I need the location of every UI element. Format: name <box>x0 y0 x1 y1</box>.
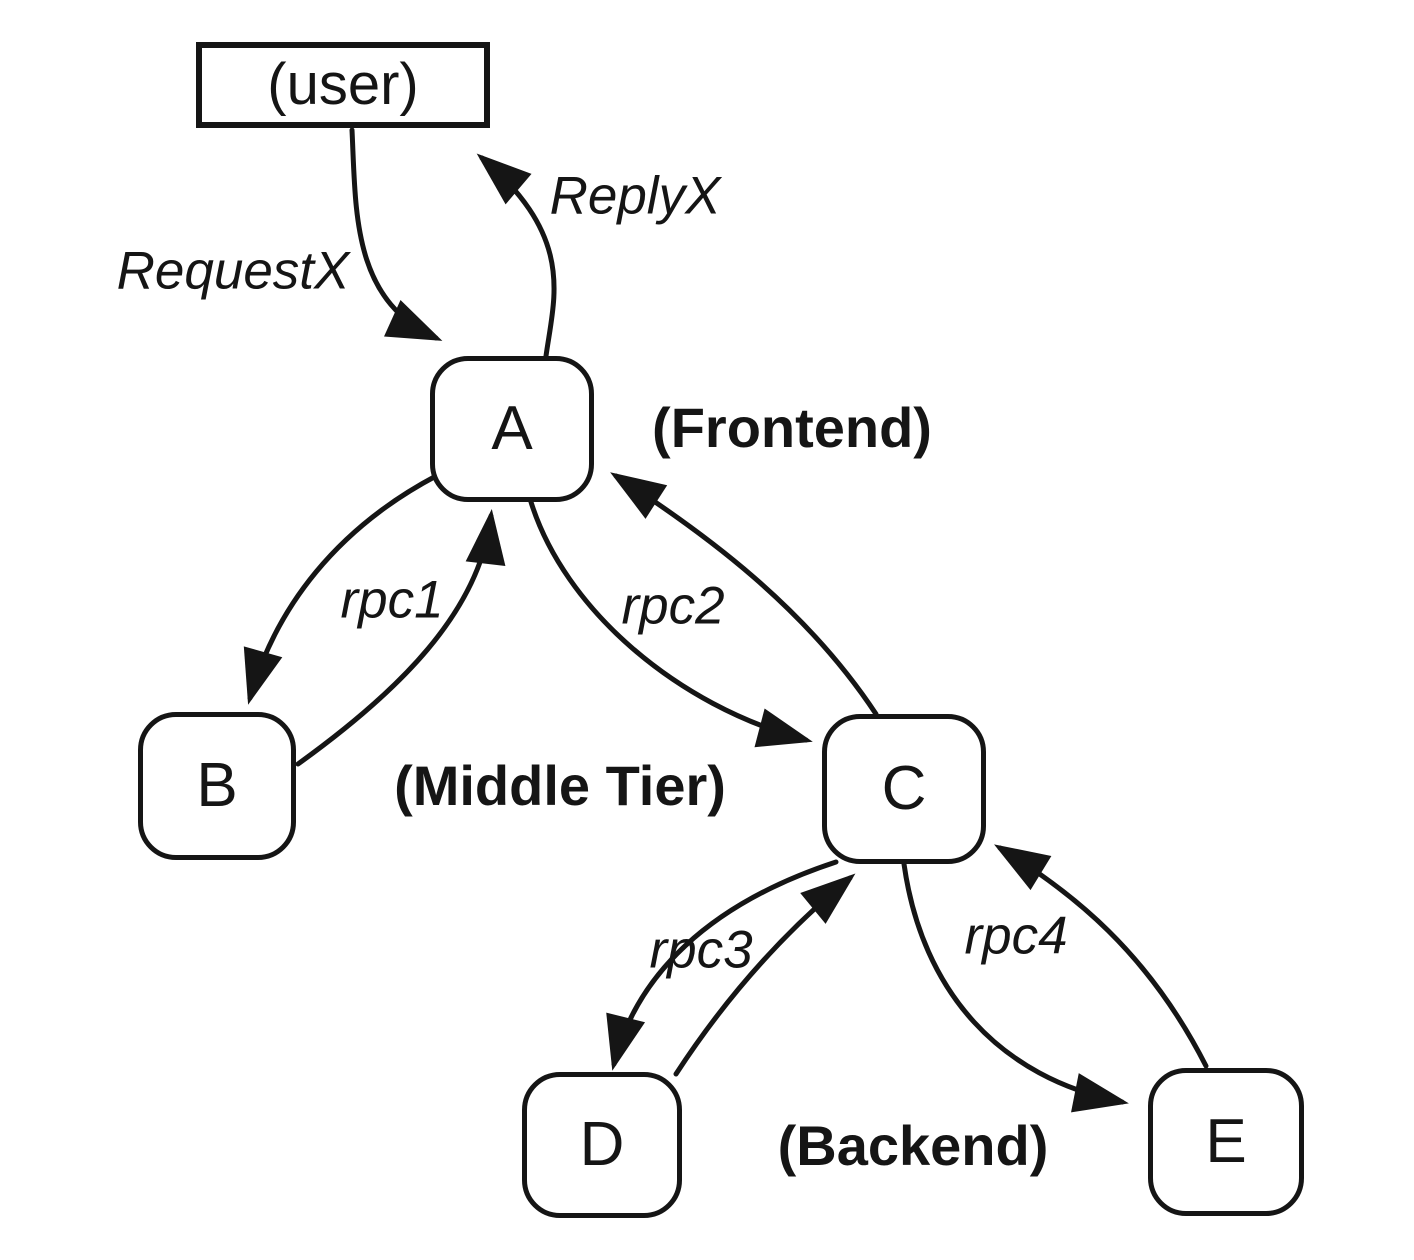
edge-rpc1-reply-b-to-a <box>295 509 506 767</box>
label-rpc4: rpc4 <box>964 906 1068 966</box>
edge-rpc3-request-c-to-d <box>606 859 839 1071</box>
node-e-label: E <box>1205 1107 1247 1176</box>
edge-rpc2-reply-c-to-a <box>610 472 879 717</box>
label-frontend: (Frontend) <box>652 396 932 459</box>
node-d-label: D <box>579 1110 625 1179</box>
node-a: A <box>430 356 594 502</box>
label-rpc2: rpc2 <box>621 576 725 636</box>
edge-rpc4-request-c-to-e <box>901 861 1129 1113</box>
node-a-label: A <box>491 394 533 463</box>
node-user-label: (user) <box>267 52 419 117</box>
edge-rpc3-reply-d-to-c <box>673 873 856 1077</box>
label-rpc1: rpc1 <box>340 570 444 630</box>
edge-reply-a-to-user <box>476 153 557 359</box>
node-c-label: C <box>881 754 927 823</box>
edge-request-user-to-a <box>349 127 443 341</box>
label-requestx: RequestX <box>116 241 350 301</box>
label-replyx: ReplyX <box>549 166 721 226</box>
node-user: (user) <box>196 42 490 128</box>
node-e: E <box>1148 1068 1304 1216</box>
node-c: C <box>822 714 986 864</box>
node-d: D <box>522 1072 682 1218</box>
edge-rpc2-request-a-to-c <box>528 499 813 748</box>
node-b-label: B <box>196 751 238 820</box>
label-middle-tier: (Middle Tier) <box>394 754 726 817</box>
edge-rpc1-request-a-to-b <box>243 473 439 705</box>
label-backend: (Backend) <box>777 1114 1049 1177</box>
edge-rpc4-reply-e-to-c <box>994 844 1209 1069</box>
node-b: B <box>138 712 296 860</box>
label-rpc3: rpc3 <box>649 920 753 980</box>
